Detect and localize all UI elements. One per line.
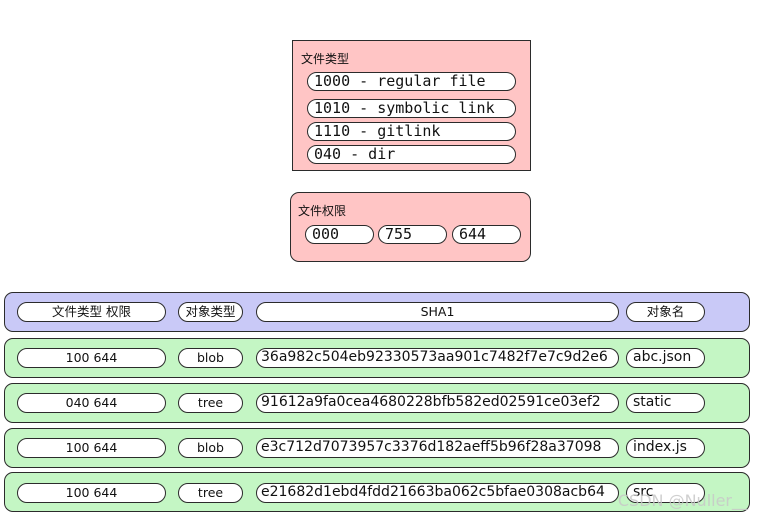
permission-box: 文件权限 000 755 644 (290, 192, 531, 262)
permission-item: 000 (305, 225, 374, 244)
file-type-item: 1000 - regular file (307, 72, 516, 91)
entry-mode: 100 644 (17, 483, 166, 503)
file-type-item: 1010 - symbolic link (307, 99, 516, 118)
header-row: 文件类型 权限 对象类型 SHA1 对象名 (4, 292, 750, 332)
header-type: 对象类型 (178, 302, 243, 322)
tree-entry-row: 100 644 blob 36a982c504eb92330573aa901c7… (4, 338, 750, 378)
permission-item: 644 (452, 225, 521, 244)
entry-sha: e21682d1ebd4fdd21663ba062c5bfae0308acb64 (256, 483, 619, 503)
file-type-title: 文件类型 (301, 52, 350, 66)
file-type-item: 1110 - gitlink (307, 122, 516, 141)
header-name: 对象名 (626, 302, 705, 322)
header-mode: 文件类型 权限 (17, 302, 166, 322)
entry-sha: 91612a9fa0cea4680228bfb582ed02591ce03ef2 (256, 393, 619, 413)
entry-mode: 100 644 (17, 348, 166, 368)
entry-type: tree (178, 393, 243, 413)
file-type-box: 文件类型 1000 - regular file 1010 - symbolic… (292, 40, 531, 171)
entry-name: static (626, 393, 705, 413)
entry-name: src (626, 483, 705, 503)
watermark: CSDN @Nuller__ (617, 491, 748, 510)
entry-type: tree (178, 483, 243, 503)
entry-name: abc.json (626, 348, 705, 368)
entry-mode: 100 644 (17, 438, 166, 458)
entry-sha: 36a982c504eb92330573aa901c7482f7e7c9d2e6 (256, 348, 619, 368)
entry-type: blob (178, 348, 243, 368)
entry-mode: 040 644 (17, 393, 166, 413)
tree-entry-row: 100 644 tree e21682d1ebd4fdd21663ba062c5… (4, 472, 750, 512)
file-type-item: 040 - dir (307, 145, 516, 164)
entry-type: blob (178, 438, 243, 458)
permission-item: 755 (378, 225, 447, 244)
entry-name: index.js (626, 438, 705, 458)
entry-sha: e3c712d7073957c3376d182aeff5b96f28a37098 (256, 438, 619, 458)
permission-title: 文件权限 (298, 204, 347, 218)
tree-entry-row: 100 644 blob e3c712d7073957c3376d182aeff… (4, 428, 750, 468)
tree-entry-row: 040 644 tree 91612a9fa0cea4680228bfb582e… (4, 383, 750, 423)
header-sha: SHA1 (256, 302, 619, 322)
